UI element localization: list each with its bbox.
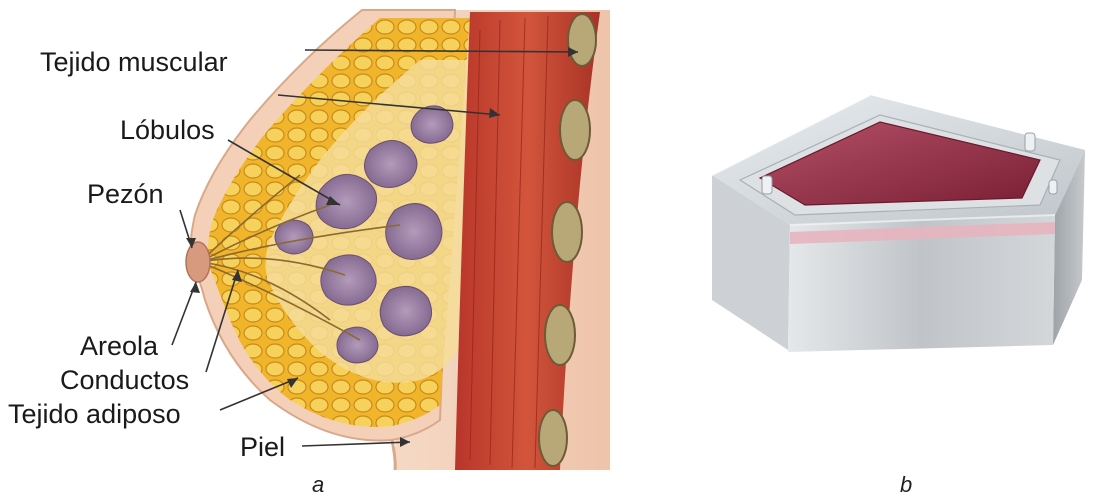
caption-b: b [900, 472, 912, 497]
label-skin: Piel [240, 432, 285, 462]
phantom-block [712, 95, 1085, 352]
skin-edge [392, 440, 395, 470]
nipple-shape [186, 242, 210, 282]
caption-a: a [312, 472, 324, 497]
breast-illustration [186, 10, 610, 470]
label-nipple: Pezón [87, 179, 164, 209]
label-areola: Areola [80, 331, 159, 361]
label-ducts: Conductos [60, 365, 189, 395]
label-fat: Tejido adiposo [8, 399, 181, 429]
label-lobules: Lóbulos [120, 115, 215, 145]
label-muscle: Tejido muscular [40, 47, 228, 77]
